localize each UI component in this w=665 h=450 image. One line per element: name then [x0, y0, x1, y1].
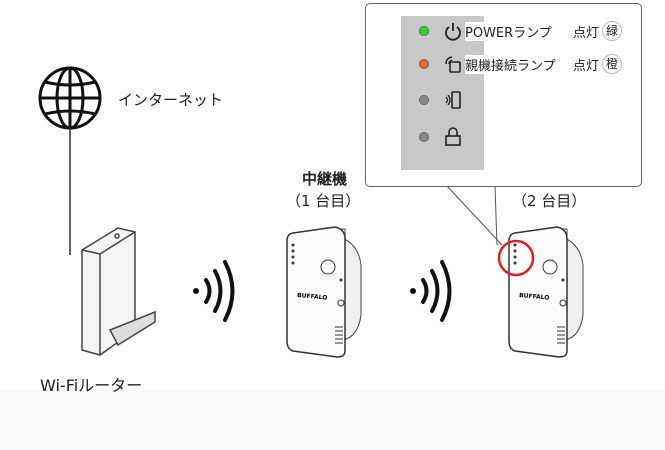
led-color-badge: 緑: [602, 21, 623, 41]
led-label: POWERランプ: [465, 21, 573, 41]
led-row: POWERランプ点灯緑: [419, 21, 623, 41]
led-indicator: [419, 26, 429, 36]
led-row: [419, 127, 463, 147]
led-label: 親機接続ランプ: [465, 54, 573, 74]
led-color-badge: 橙: [602, 54, 623, 74]
wifi-signal-icon: [410, 260, 452, 322]
globe-icon: [38, 66, 102, 130]
router-device: [81, 227, 156, 356]
power-icon: [443, 21, 463, 41]
repeater-1-device: BUFFALO: [286, 226, 362, 358]
led-state: 点灯: [573, 58, 600, 74]
led-row: 親機接続ランプ点灯橙: [419, 54, 623, 74]
wifi-signal-icon: [193, 260, 235, 322]
repeater-2-device: [508, 226, 584, 358]
led-indicator: [419, 95, 429, 105]
led-state: 点灯: [573, 25, 600, 41]
callout-tail: [446, 185, 503, 246]
repeater-1-sub: （1 台目）: [286, 192, 361, 210]
router-label: Wi-Fiルーター: [40, 376, 143, 395]
led-indicator: [419, 59, 429, 69]
lock-icon: [443, 127, 463, 147]
device-wireless-icon: [443, 90, 463, 110]
internet-label: インターネット: [118, 91, 224, 109]
repeater-2-sub: （2 台目）: [512, 192, 587, 210]
led-callout: POWERランプ点灯緑親機接続ランプ点灯橙: [365, 3, 642, 187]
led-indicator: [419, 132, 429, 142]
brand-logo: BUFFALO: [297, 292, 328, 302]
parent-connection-icon: [443, 54, 463, 74]
repeater-1-title: 中継機: [302, 170, 348, 188]
led-row: [419, 90, 463, 110]
led-panel: [401, 16, 484, 170]
highlight-circle: [497, 239, 535, 277]
